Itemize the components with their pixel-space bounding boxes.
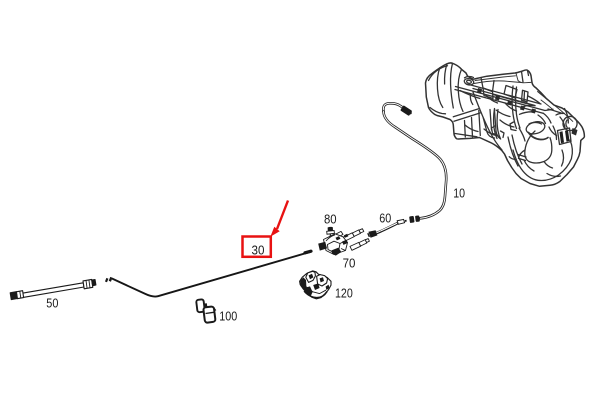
svg-text:30: 30 (252, 242, 265, 257)
svg-text:80: 80 (324, 211, 337, 226)
svg-text:120: 120 (335, 286, 353, 301)
svg-text:50: 50 (46, 295, 58, 310)
svg-text:70: 70 (343, 255, 356, 270)
svg-text:60: 60 (379, 210, 391, 225)
svg-text:10: 10 (453, 185, 465, 200)
svg-text:100: 100 (219, 309, 237, 324)
